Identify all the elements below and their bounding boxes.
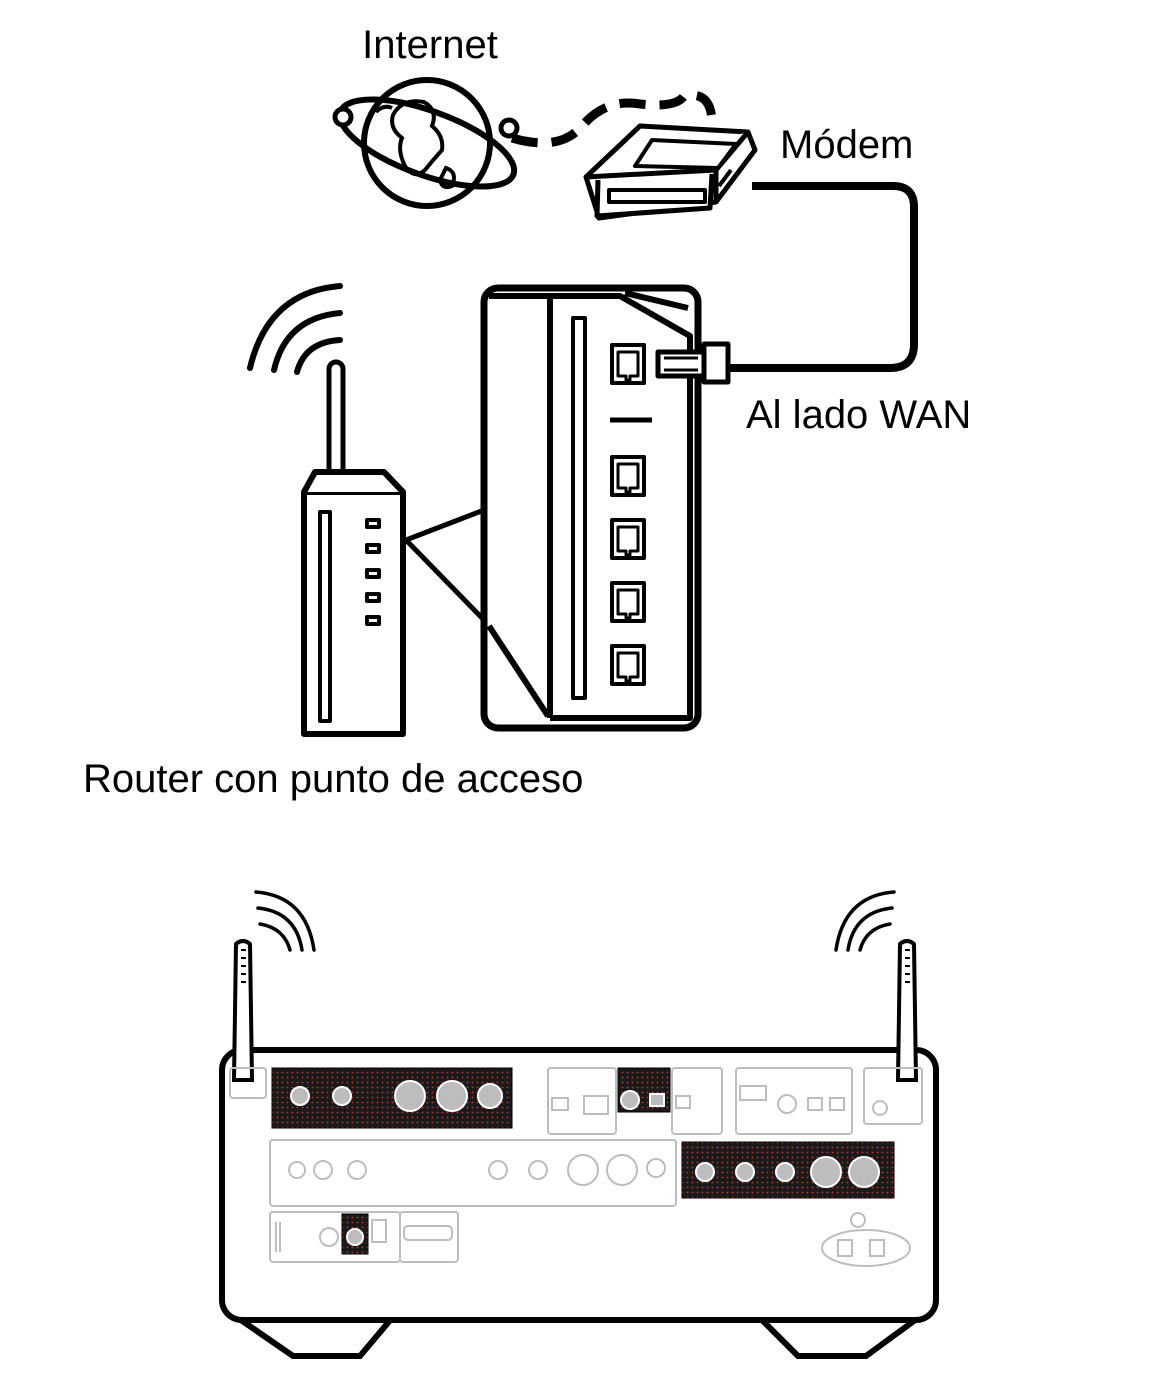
wifi-signal-icon <box>254 890 896 952</box>
router-rear-zoom <box>480 284 731 732</box>
wan-side-label: Al lado WAN <box>746 393 971 437</box>
wifi-signal-icon <box>247 283 343 375</box>
antenna-icon <box>231 939 919 1082</box>
router-callout <box>404 507 486 622</box>
amplifier-rear-panel-icon <box>219 890 939 1359</box>
router-icon <box>301 359 406 737</box>
modem-label: Módem <box>780 123 913 167</box>
wan-cable <box>730 182 918 372</box>
ethernet-port-icon <box>610 343 646 686</box>
globe-icon <box>332 77 520 209</box>
wireless-link-line <box>510 90 717 148</box>
internet-label: Internet <box>362 23 498 67</box>
modem-icon <box>583 123 758 221</box>
router-label: Router con punto de acceso <box>83 757 583 801</box>
